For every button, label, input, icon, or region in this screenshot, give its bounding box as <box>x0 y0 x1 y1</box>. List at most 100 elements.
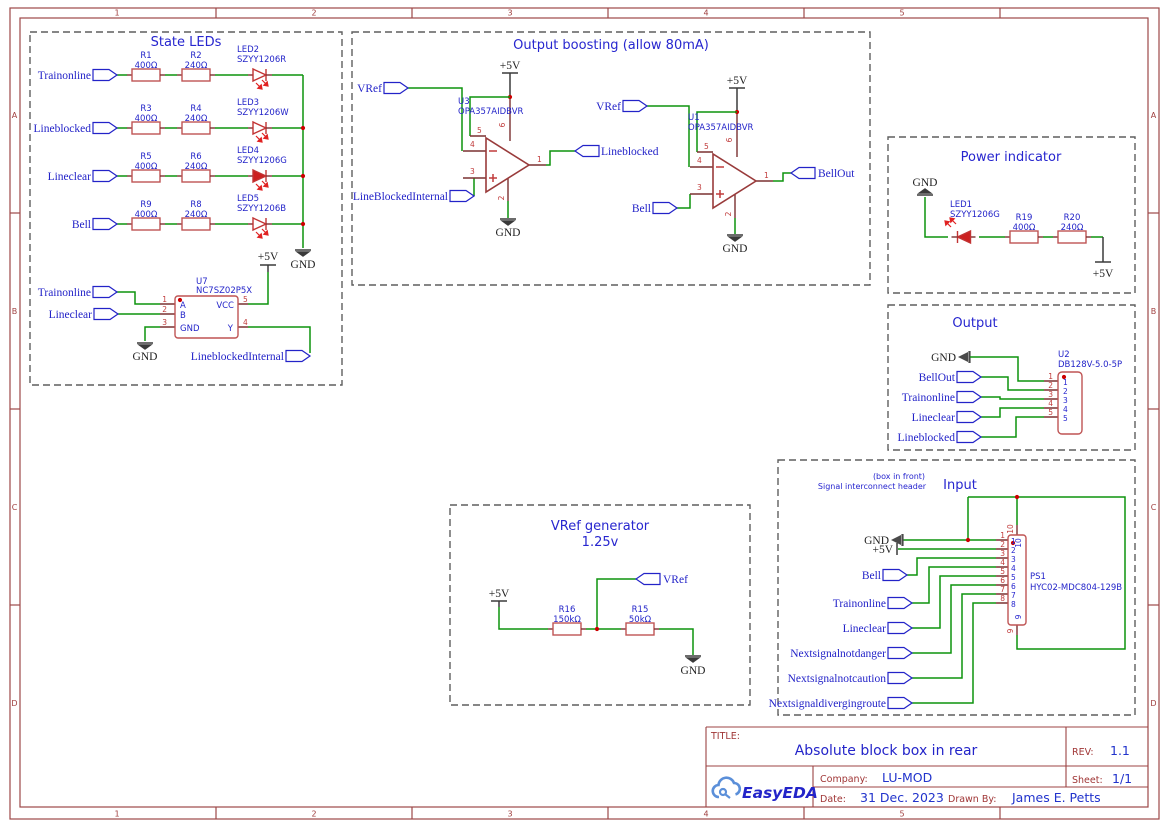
resistor-value[interactable]: 150kΩ <box>553 615 581 625</box>
section-output: Output GND U2 DB128V-5.0-5P 1 2 3 4 5 1 … <box>887 304 1136 451</box>
led-row-trainonline[interactable]: Trainonline R1 400Ω R2 240Ω LED2 SZYY120… <box>38 45 303 90</box>
led-part[interactable]: SZYY1206B <box>237 204 286 214</box>
vcc-label: +5V <box>1093 268 1114 280</box>
led-ref[interactable]: LED1 <box>950 200 972 210</box>
port-label[interactable]: Trainonline <box>833 598 886 610</box>
port-label[interactable]: Lineclear <box>49 309 93 321</box>
section-box <box>887 136 1136 294</box>
pin-name: 8 <box>1011 600 1016 609</box>
gnd-label: GND <box>291 259 316 271</box>
easyeda-logo-text: EasyEDA <box>742 784 818 802</box>
port-label[interactable]: VRef <box>596 101 621 113</box>
resistor-value[interactable]: 240Ω <box>185 210 208 220</box>
resistor-ref[interactable]: R2 <box>190 51 201 61</box>
led-row-bell[interactable]: Bell R9 400Ω R8 240Ω LED5 SZYY1206B <box>72 194 303 239</box>
gate-U7[interactable]: +5V Trainonline Lineclear LineblockedInt… <box>38 251 311 363</box>
gnd-port-label[interactable]: GND <box>864 535 889 547</box>
resistor-ref[interactable]: R3 <box>140 104 151 114</box>
component-ref[interactable]: U1 <box>688 113 700 123</box>
port-label[interactable]: Nextsignaldivergingroute <box>769 698 886 710</box>
section-title: Output <box>952 316 997 331</box>
resistor-ref[interactable]: R15 <box>632 605 649 615</box>
resistor-value[interactable]: 240Ω <box>1061 223 1084 233</box>
pin-label-gnd: GND <box>180 324 200 334</box>
port-label[interactable]: LineblockedInternal <box>191 351 284 363</box>
gnd-label: GND <box>681 665 706 677</box>
resistor-R19[interactable]: R19 400Ω <box>1004 213 1044 244</box>
resistor-value[interactable]: 240Ω <box>185 114 208 124</box>
port-label[interactable]: Bell <box>862 570 881 582</box>
connector-U2[interactable]: U2 DB128V-5.0-5P 1 2 3 4 5 1 2 3 4 5 <box>1048 350 1122 435</box>
port-label[interactable]: Trainonline <box>902 392 955 404</box>
port-label[interactable]: Nextsignalnotcaution <box>788 673 887 685</box>
port-label[interactable]: Lineblocked <box>601 146 659 158</box>
gnd-port-label[interactable]: GND <box>931 352 956 364</box>
port-label[interactable]: BellOut <box>919 372 956 384</box>
resistor-ref[interactable]: R19 <box>1016 213 1033 223</box>
resistor-R16[interactable]: R16 150kΩ <box>547 605 587 636</box>
port-label[interactable]: Lineblocked <box>898 432 956 444</box>
port-label[interactable]: VRef <box>663 574 688 586</box>
port-label[interactable]: BellOut <box>818 168 855 180</box>
led-part[interactable]: SZYY1206G <box>237 156 287 166</box>
resistor-ref[interactable]: R20 <box>1064 213 1081 223</box>
resistor-ref[interactable]: R4 <box>190 104 201 114</box>
component-ref[interactable]: U7 <box>196 277 208 287</box>
resistor-ref[interactable]: R6 <box>190 152 201 162</box>
led-part[interactable]: SZYY1206G <box>950 210 1000 220</box>
component-part[interactable]: NC7SZ02P5X <box>196 286 252 296</box>
resistor-ref[interactable]: R5 <box>140 152 151 162</box>
component-ref[interactable]: U2 <box>1058 350 1070 360</box>
component-part[interactable]: HYC02-MDC804-129B <box>1030 583 1122 593</box>
resistor-ref[interactable]: R8 <box>190 200 201 210</box>
port-label[interactable]: Lineclear <box>48 171 92 183</box>
title-label: TITLE: <box>710 731 740 742</box>
component-part[interactable]: DB128V-5.0-5P <box>1058 360 1122 370</box>
port-label[interactable]: Nextsignalnotdanger <box>790 648 886 660</box>
section-box <box>449 504 751 706</box>
resistor-R20[interactable]: R20 240Ω <box>1052 213 1092 244</box>
resistor-value[interactable]: 400Ω <box>135 210 158 220</box>
rev-value: 1.1 <box>1110 743 1130 758</box>
resistor-R15[interactable]: R15 50kΩ <box>620 605 660 636</box>
resistor-value[interactable]: 400Ω <box>1013 223 1036 233</box>
resistor-value[interactable]: 50kΩ <box>629 615 652 625</box>
port-label[interactable]: Trainonline <box>38 70 91 82</box>
opamp-U3[interactable]: +5V VRef LineBlockedInternal Lineblocked… <box>353 60 659 239</box>
connector-PS1[interactable]: PS1 HYC02-MDC804-129B 1 2 3 4 5 6 7 8 1 … <box>1000 524 1122 633</box>
resistor-ref[interactable]: R16 <box>559 605 576 615</box>
led-part[interactable]: SZYY1206R <box>237 55 286 65</box>
led-LED1[interactable]: LED1 SZYY1206G <box>944 200 1000 244</box>
resistor-value[interactable]: 400Ω <box>135 61 158 71</box>
resistor-value[interactable]: 400Ω <box>135 114 158 124</box>
port-label[interactable]: Lineclear <box>912 412 956 424</box>
resistor-ref[interactable]: R9 <box>140 200 151 210</box>
port-label[interactable]: Bell <box>72 219 91 231</box>
resistor-value[interactable]: 400Ω <box>135 162 158 172</box>
led-row-lineblocked[interactable]: Lineblocked R3 400Ω R4 240Ω LED3 SZYY120… <box>34 98 303 143</box>
vcc-label: +5V <box>500 60 521 72</box>
port-label[interactable]: LineBlockedInternal <box>353 191 448 203</box>
resistor-value[interactable]: 240Ω <box>185 61 208 71</box>
led-ref[interactable]: LED4 <box>237 146 259 156</box>
gnd-label: GND <box>496 227 521 239</box>
resistor-ref[interactable]: R1 <box>140 51 151 61</box>
led-part[interactable]: SZYY1206W <box>237 108 289 118</box>
opamp-U1[interactable]: +5V VRef Bell BellOut GND U1 OPA357AIDBV… <box>596 75 855 255</box>
vcc-port-label[interactable]: +5V <box>872 544 893 556</box>
led-row-lineclear[interactable]: Lineclear R5 400Ω R6 240Ω LED4 SZYY1206G <box>48 146 303 191</box>
component-ref[interactable]: PS1 <box>1030 572 1046 582</box>
led-ref[interactable]: LED3 <box>237 98 259 108</box>
component-ref[interactable]: U3 <box>458 97 470 107</box>
port-label[interactable]: VRef <box>357 83 382 95</box>
component-part[interactable]: OPA357AIDBVR <box>688 123 754 133</box>
pin-name: 2 <box>1011 546 1016 555</box>
port-label[interactable]: Trainonline <box>38 287 91 299</box>
led-ref[interactable]: LED5 <box>237 194 259 204</box>
resistor-value[interactable]: 240Ω <box>185 162 208 172</box>
led-ref[interactable]: LED2 <box>237 45 259 55</box>
port-label[interactable]: Lineblocked <box>34 123 92 135</box>
component-part[interactable]: OPA357AIDBVR <box>458 107 524 117</box>
port-label[interactable]: Bell <box>632 203 651 215</box>
port-label[interactable]: Lineclear <box>843 623 887 635</box>
